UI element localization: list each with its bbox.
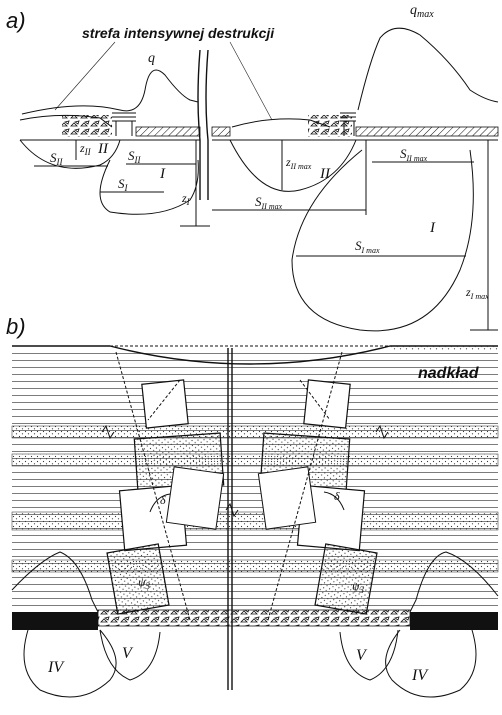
rubble-left — [62, 115, 112, 137]
break-symbol-right — [375, 424, 389, 440]
bulb-II-small — [19, 139, 121, 169]
support-right — [340, 112, 356, 136]
caved-blocks-right — [257, 379, 378, 615]
break-symbol-left — [101, 424, 115, 440]
bulb-I-max — [291, 149, 474, 332]
hatched-layer-mid — [211, 126, 231, 137]
load-curve-small — [21, 69, 199, 115]
abutment-load-right — [409, 551, 499, 613]
break-line-1 — [197, 49, 201, 200]
goaf-rubble — [97, 609, 411, 627]
destruction-zone-label: strefa intensywnej destrukcji — [82, 25, 275, 41]
zone-IV-right-label: IV — [411, 667, 429, 684]
rubble-right — [308, 115, 352, 137]
psi-label-right: ψ3 — [352, 579, 364, 595]
bulb-I-small — [99, 159, 199, 215]
zone-I-small-label: I — [159, 166, 166, 182]
zone-II-max-label: II — [319, 166, 331, 182]
break-line-2 — [205, 49, 209, 200]
sandstone-band-3 — [11, 511, 499, 531]
coal-seam-right — [410, 612, 498, 630]
surface-line — [12, 345, 498, 365]
overburden-label: nadkład — [418, 365, 480, 382]
label-z-II-max: zII max — [285, 155, 312, 171]
coal-seam-left — [12, 612, 98, 630]
panel-b: b) nadkład — [6, 314, 499, 698]
label-S-II-max: SII max — [255, 194, 283, 211]
delta-label-right: δ — [334, 489, 340, 503]
label-z-II: zII — [79, 141, 92, 157]
zone-leader-right — [229, 41, 273, 121]
label-S-II-b: SII — [128, 148, 141, 165]
abutment-load-left — [11, 551, 99, 613]
delta-label-left: δ — [160, 493, 166, 507]
label-S-II: SII — [50, 150, 63, 167]
zone-leader-left — [54, 41, 116, 111]
label-z-I: zI — [181, 191, 191, 207]
label-S-I: SI — [118, 176, 129, 193]
sandstone-band-1 — [11, 425, 499, 439]
panel-a: a) strefa intensywnej destrukcji — [6, 3, 499, 332]
break-symbol-centre — [225, 502, 239, 518]
zone-V-left-label: V — [122, 645, 134, 662]
zone-IV-left-label: IV — [47, 659, 65, 676]
load-small-label: q — [148, 51, 155, 66]
psi-label-left: ψ3 — [138, 575, 150, 591]
caving-boundary-left — [115, 351, 191, 621]
zone-V-left — [99, 629, 161, 681]
panel-a-tag: a) — [6, 8, 26, 33]
hatched-layer-right — [355, 126, 499, 137]
load-max-label: qmax — [410, 3, 434, 20]
zone-V-right-label: V — [356, 647, 368, 664]
zone-I-max-label: I — [429, 220, 436, 236]
load-curve-max — [357, 27, 499, 111]
zone-II-small-label: II — [97, 141, 109, 157]
panel-b-tag: b) — [6, 314, 26, 339]
caving-boundary-right — [267, 351, 343, 621]
zone-IV-right — [385, 629, 477, 698]
sandstone-band-2 — [11, 453, 499, 467]
sandstone-band-4 — [11, 559, 499, 573]
caved-blocks-left — [106, 379, 225, 615]
zone-IV-left — [23, 629, 117, 698]
zone-V-right — [339, 629, 399, 681]
label-S-I-max: SI max — [355, 238, 380, 255]
support-left — [112, 112, 136, 136]
bulb-II-max — [229, 139, 357, 192]
label-S-II-max-right: SII max — [400, 146, 428, 163]
hatched-layer-left — [135, 126, 201, 137]
label-z-I-max: zI max — [465, 285, 489, 301]
